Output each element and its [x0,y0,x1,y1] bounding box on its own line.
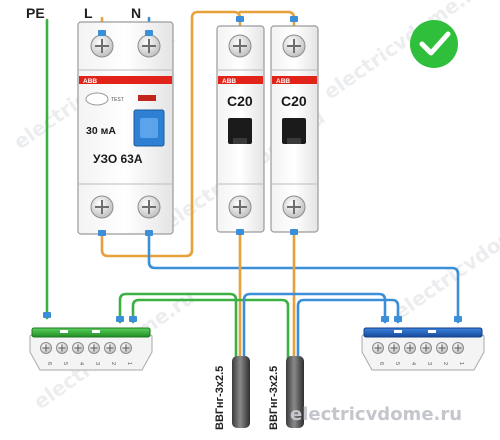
wires [45,10,460,364]
pe-terminal-number: 1 [126,362,132,365]
pe-bus-screw-slot [90,344,98,352]
rcd-device: ABB TEST 30 мА УЗО 63А [77,21,174,235]
circuit-breaker-2: ABB C20 [270,25,319,233]
n-bus-screw-slot [422,344,430,352]
rcd-indicator [138,95,156,101]
nbus-to-cable1-wire [242,292,387,364]
watermark-text: electricvdome.ru [389,195,500,324]
nbus-to-cable2-wire [296,298,400,364]
n-bus-screw-slot [390,344,398,352]
n-terminal-number: 4 [410,362,416,365]
pe-bus-bar [29,327,153,371]
footer-watermark: electricvdome.ru [290,404,462,425]
pe-terminal-numbers: 6 5 4 3 2 1 [46,362,132,365]
pe-terminal-number: 5 [62,362,68,365]
n-terminal-number: 2 [442,362,448,365]
n-terminal-number: 5 [394,362,400,365]
pe-terminal-number: 2 [110,362,116,365]
pe-terminal-number: 4 [78,362,84,365]
n-bus-bar [361,327,485,371]
pe-to-cable1-wire [118,292,238,364]
pe-label: PE [26,5,45,21]
n-bus-screw-slot [454,344,462,352]
n-bus-screw-slot [406,344,414,352]
pe-bus-screw-slot [42,344,50,352]
n-terminal-numbers: 6 5 4 3 2 1 [378,362,464,365]
n-terminal-number: 1 [458,362,464,365]
cable1-label: ВВГнг-3х2.5 [214,366,226,430]
rcd-top-screw-n [137,34,161,58]
rcd-n-to-nbus-wire [147,230,460,324]
pe-terminal-number: 3 [94,362,100,365]
pe-to-cable2-wire [131,298,290,364]
n-label: N [131,5,141,21]
breaker2-toggle [282,118,306,144]
l-label: L [84,5,93,21]
n-terminal-number: 3 [426,362,432,365]
pe-bus-screw-slot [58,344,66,352]
pe-bus-screw-slot [122,344,130,352]
rcd-test-label: TEST [111,97,124,103]
pe-terminal-number: 6 [46,362,52,365]
pe-bus-screw-slot [74,344,82,352]
breaker2-brand: ABB [276,78,290,85]
cable-1: ВВГнг-3х2.5 [214,356,250,430]
n-bus-screw-slot [438,344,446,352]
n-bus-screw-slot [374,344,382,352]
n-terminal-number: 6 [378,362,384,365]
breaker1-brand: ABB [222,78,236,85]
rcd-brand-strip [79,76,172,84]
check-circle-icon [410,20,458,68]
watermark-text: electricvdome.ru [319,0,489,104]
breaker1-rating: C20 [227,93,253,109]
rcd-bottom-screw-l [90,195,114,219]
rcd-brand: ABB [83,78,97,85]
circuit-breaker-1: ABB C20 [216,25,265,233]
rcd-current: 30 мА [86,125,116,137]
rcd-bottom-screw-n [137,195,161,219]
breaker1-toggle [228,118,252,144]
cable-2: ВВГнг-3х2.5 [268,356,304,430]
breaker2-rating: C20 [281,93,307,109]
pe-bus-screw-slot [106,344,114,352]
cable2-label: ВВГнг-3х2.5 [268,366,280,430]
rcd-test-button [85,92,109,106]
rcd-name: УЗО 63А [93,152,143,166]
wire-ferrules [43,16,462,322]
rcd-top-screw-l [90,34,114,58]
